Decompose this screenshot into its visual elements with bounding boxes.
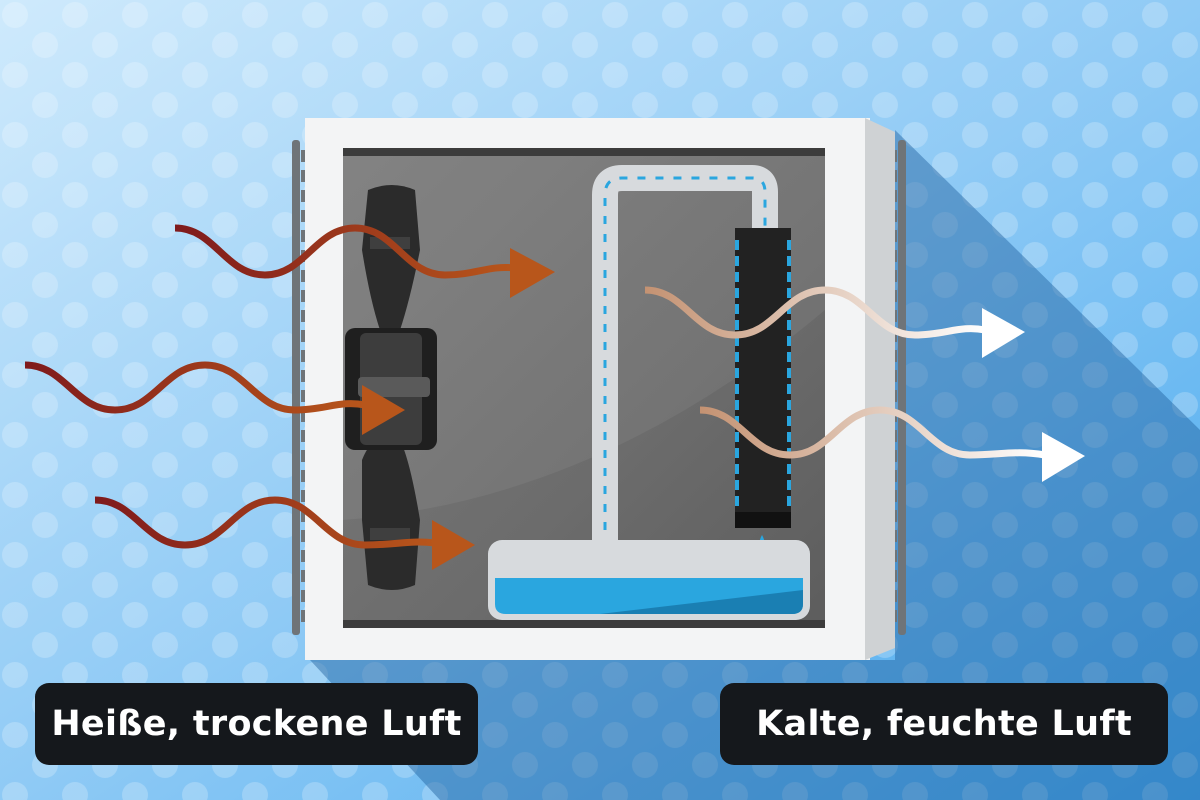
cooling-pad-icon	[735, 228, 791, 528]
air-flow-arrow-icon	[699, 406, 1046, 459]
cold-air-arrows	[644, 286, 1085, 482]
water-pipe-icon	[592, 165, 778, 548]
hot-dry-air-label: Heiße, trockene Luft	[35, 683, 478, 765]
water-tank-icon	[488, 540, 810, 620]
air-flow-arrow-icon	[94, 496, 436, 549]
right-vent	[891, 140, 906, 635]
air-flow-arrow-icon	[174, 224, 516, 279]
air-flow-arrow-icon	[644, 286, 986, 339]
air-flow-arrow-icon	[24, 361, 366, 414]
box-shadow	[310, 130, 1200, 800]
cold-humid-air-label: Kalte, feuchte Luft	[720, 683, 1168, 765]
hot-air-arrows	[24, 224, 555, 570]
